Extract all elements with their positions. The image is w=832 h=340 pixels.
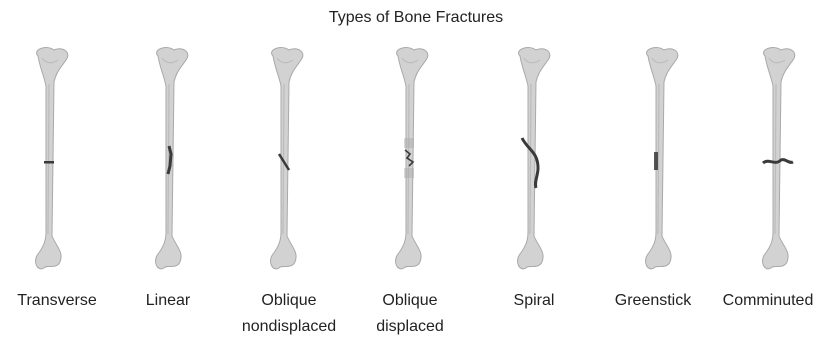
bone-shape — [271, 48, 303, 269]
bone-comminuted — [743, 46, 807, 274]
label-spiral: Spiral — [474, 288, 594, 314]
bone-greenstick — [626, 46, 690, 274]
label-transverse: Transverse — [0, 288, 117, 314]
bone-oblique-displaced — [376, 46, 440, 274]
transverse-fracture-mark — [44, 161, 54, 164]
label-line: Greenstick — [593, 288, 713, 314]
bone-shape — [396, 48, 428, 269]
bone-shape — [518, 48, 550, 269]
label-line: Transverse — [0, 288, 117, 314]
bone-spiral — [498, 46, 562, 274]
bone-shape — [646, 48, 678, 269]
bone-oblique-nondisplaced — [251, 46, 315, 274]
label-linear: Linear — [108, 288, 228, 314]
label-line: displaced — [350, 314, 470, 340]
label-line: Comminuted — [708, 288, 828, 314]
label-line: Oblique — [229, 288, 349, 314]
bone-linear — [136, 46, 200, 274]
label-comminuted: Comminuted — [708, 288, 828, 314]
diagram-title: Types of Bone Fractures — [0, 9, 832, 27]
label-line: Oblique — [350, 288, 470, 314]
label-line: Spiral — [474, 288, 594, 314]
greenstick-fracture-mark — [654, 152, 658, 170]
bone-shape — [36, 48, 68, 269]
label-line: nondisplaced — [229, 314, 349, 340]
label-greenstick: Greenstick — [593, 288, 713, 314]
bone-transverse — [16, 46, 80, 274]
bone-shape — [763, 48, 795, 269]
label-line: Linear — [108, 288, 228, 314]
